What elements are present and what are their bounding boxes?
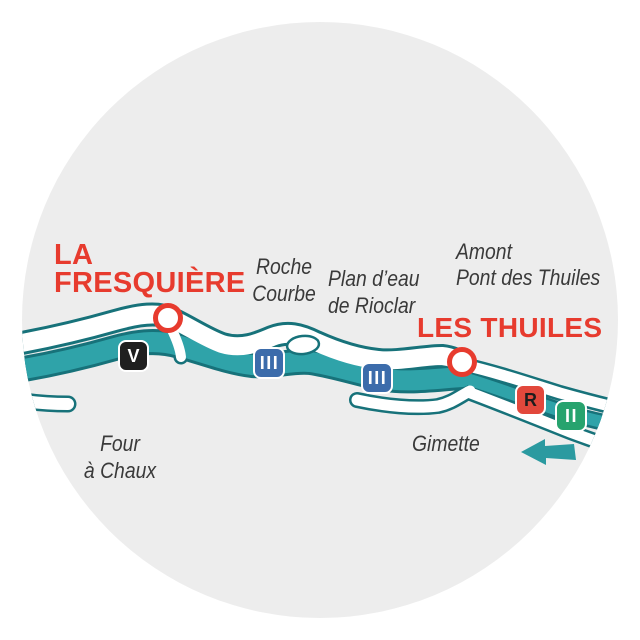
map-circle-background bbox=[22, 22, 618, 618]
flow-direction-arrow-icon bbox=[521, 439, 576, 465]
label-amont-pont-des-thuiles: Amont Pont des Thuiles bbox=[456, 239, 601, 290]
label-la-fresquiere: LA FRESQUIÈRE bbox=[54, 239, 246, 299]
label-four-a-chaux: Four à Chaux bbox=[83, 431, 157, 483]
marker-les-thuiles bbox=[447, 347, 477, 377]
badge-rapid-class-iii-1-label: III bbox=[259, 353, 280, 373]
label-roche-courbe: Roche Courbe bbox=[252, 254, 316, 306]
label-les-thuiles: LES THUILES bbox=[417, 312, 603, 343]
badge-rapid-class-v-label: V bbox=[127, 346, 140, 366]
badge-rapid-class-iii-1: III bbox=[253, 347, 285, 379]
marker-la-fresquiere bbox=[153, 303, 183, 333]
badge-rapid-class-ii-label: II bbox=[564, 406, 578, 426]
badge-rapid-class-r-label: R bbox=[524, 390, 537, 410]
label-plan-deau-de-rioclar: Plan d’eau de Rioclar bbox=[328, 266, 420, 318]
badge-rapid-class-ii: II bbox=[555, 400, 587, 432]
badge-rapid-class-iii-2-label: III bbox=[367, 368, 388, 388]
badge-rapid-class-iii-2: III bbox=[361, 362, 393, 394]
badge-rapid-class-r: R bbox=[515, 384, 546, 416]
pond-pocket bbox=[285, 334, 321, 356]
river-white-channels bbox=[22, 305, 618, 452]
label-gimette: Gimette bbox=[412, 431, 480, 456]
badge-rapid-class-v: V bbox=[118, 340, 149, 372]
